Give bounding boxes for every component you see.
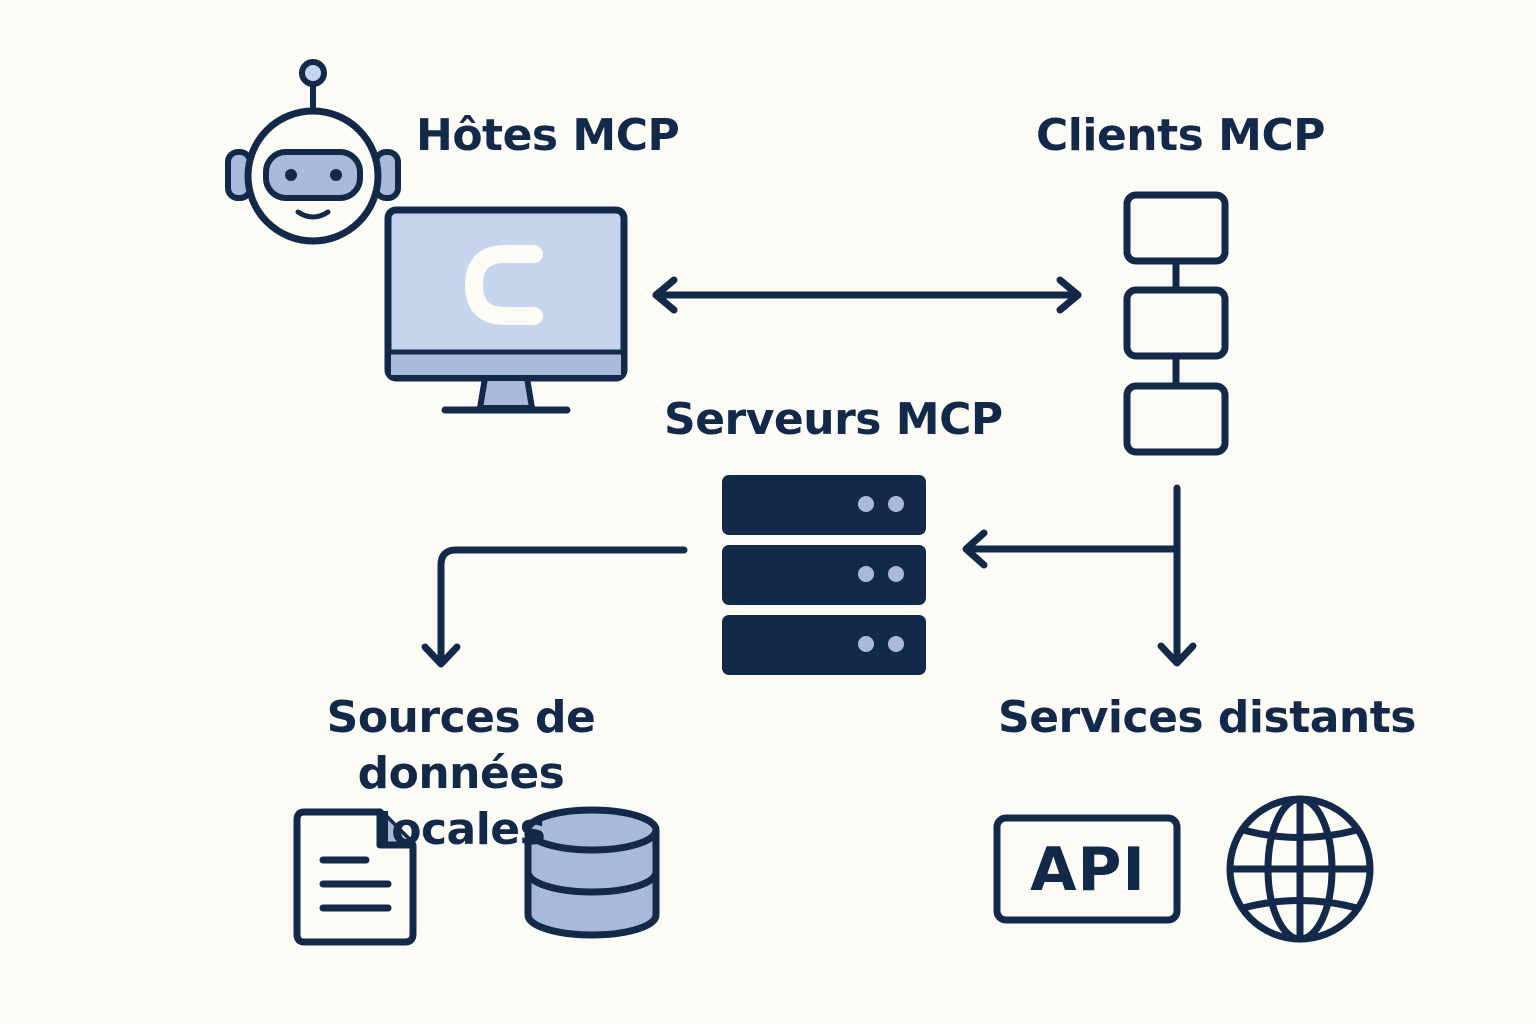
globe-icon [1226, 795, 1374, 943]
clients-label: Clients MCP [1036, 110, 1326, 161]
remote-services-label: Services distants [998, 692, 1416, 743]
local-sources-label-line2: locales [376, 804, 546, 855]
database-icon [524, 806, 660, 939]
local-sources-label-line1: Sources de données [326, 692, 596, 799]
monitor-icon [384, 206, 628, 414]
hosts-label: Hôtes MCP [416, 110, 680, 161]
servers-label: Serveurs MCP [664, 394, 1003, 445]
server-local-arrow [421, 546, 688, 668]
document-icon [293, 808, 417, 946]
server-rack-icon [722, 475, 926, 675]
api-box-icon [993, 814, 1181, 924]
robot-icon [225, 59, 401, 245]
api-label: API [1030, 835, 1146, 905]
stacked-boxes-icon [1123, 191, 1229, 456]
local-sources-label: Sources de données locales [226, 690, 696, 858]
host-client-arrow [652, 276, 1082, 314]
client-branch-arrows [962, 484, 1197, 667]
